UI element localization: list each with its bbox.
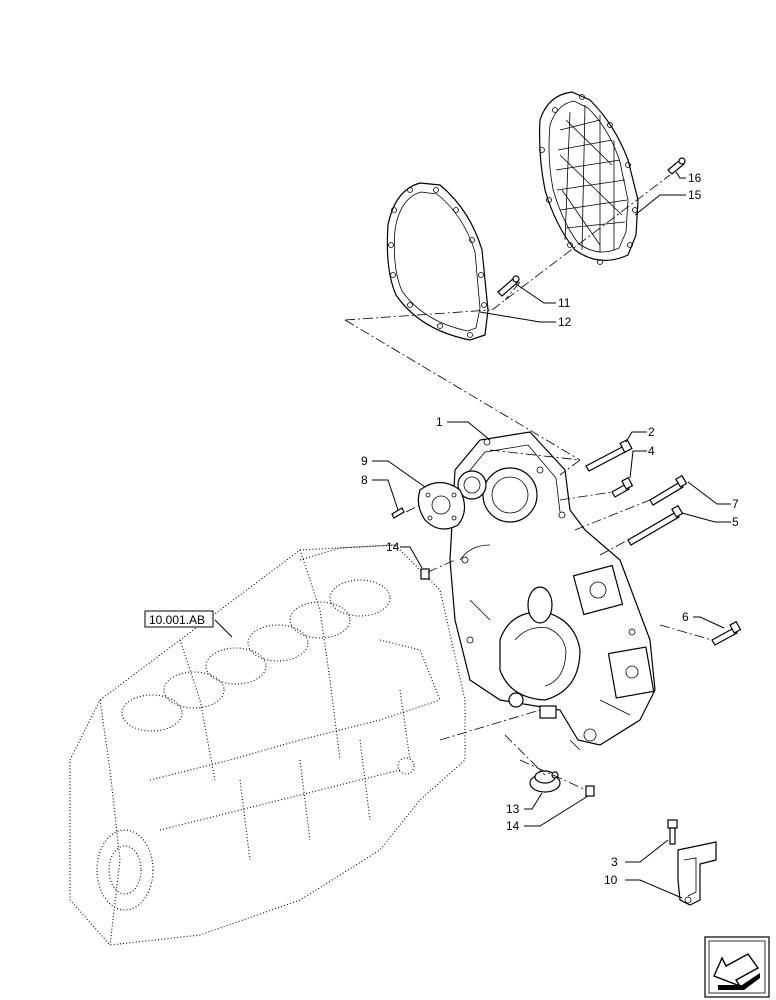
- bolt-2: [585, 438, 633, 472]
- gasket-part: [386, 182, 489, 341]
- callout-7: 7: [732, 497, 739, 511]
- back-arrow-icon[interactable]: [704, 936, 770, 998]
- bracket-part: [677, 841, 717, 906]
- callout-6: 6: [682, 610, 689, 624]
- bolt-16: [667, 157, 686, 175]
- callout-10: 10: [604, 873, 618, 887]
- callout-15: 15: [688, 188, 702, 202]
- callout-16: 16: [688, 171, 702, 185]
- cover-plate-part: [538, 91, 639, 265]
- callout-2: 2: [648, 425, 655, 439]
- reference-box[interactable]: [144, 610, 214, 628]
- engine-block: [69, 544, 466, 946]
- callouts: 1 2 4 7 5 6 9 8 14 16 15 11 12 13 14 3 1…: [361, 171, 739, 887]
- callout-14-lower: 14: [506, 819, 520, 833]
- plug-14-lower: [585, 785, 595, 797]
- plug-14-upper: [420, 568, 430, 580]
- bolt-5: [627, 504, 684, 546]
- alignment-lines: [344, 174, 713, 791]
- callout-3: 3: [611, 855, 618, 869]
- plug-13: [529, 770, 561, 793]
- bolt-11: [497, 275, 520, 297]
- screw-8: [391, 507, 405, 519]
- callout-9: 9: [361, 454, 368, 468]
- callout-14-upper: 14: [386, 540, 400, 554]
- callout-4: 4: [648, 444, 655, 458]
- leader-lines: [214, 171, 731, 899]
- reference-label[interactable]: 10.001.AB: [149, 613, 205, 627]
- callout-1: 1: [436, 415, 443, 429]
- reference-link[interactable]: 10.001.AB: [144, 610, 214, 628]
- callout-5: 5: [732, 515, 739, 529]
- callout-13: 13: [506, 802, 520, 816]
- bolt-3: [667, 819, 678, 845]
- callout-12: 12: [558, 315, 572, 329]
- timing-housing-part: [449, 431, 656, 751]
- bolt-7: [649, 474, 688, 506]
- callout-8: 8: [361, 473, 368, 487]
- bolt-6: [711, 620, 742, 646]
- bolt-4: [611, 476, 634, 498]
- callout-11: 11: [558, 296, 571, 310]
- flange-part: [417, 481, 466, 530]
